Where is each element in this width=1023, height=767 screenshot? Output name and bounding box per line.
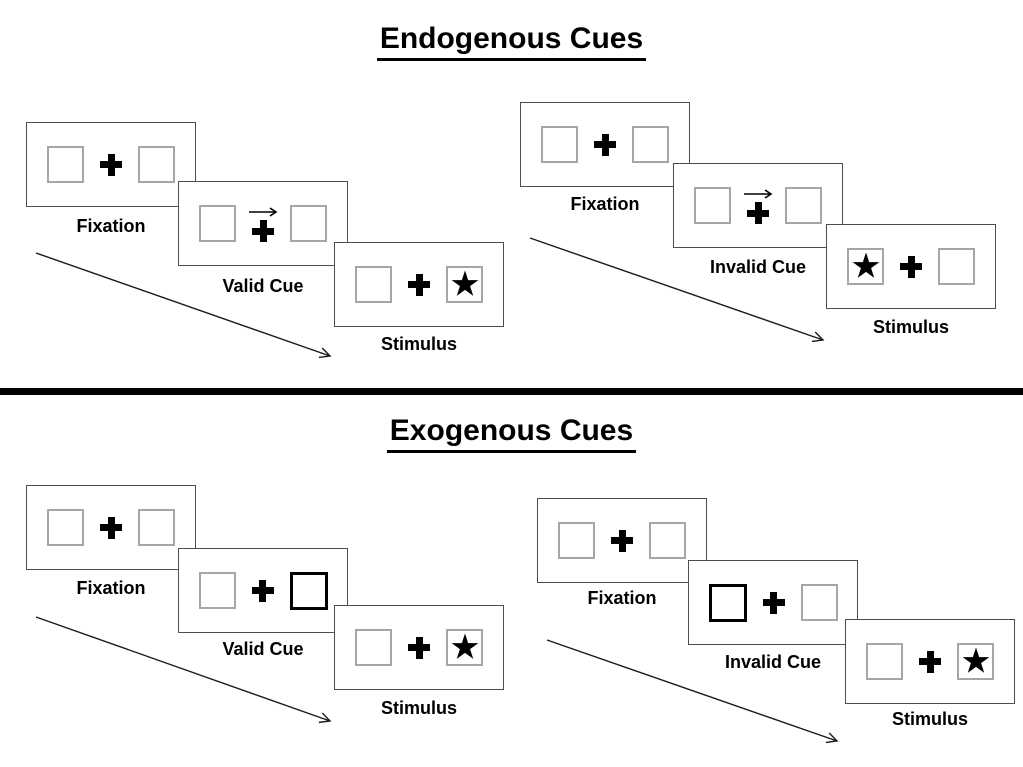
right-box xyxy=(290,205,327,242)
fixation-cross-icon xyxy=(919,650,941,673)
exo-invalid-fixation-panel xyxy=(537,498,707,583)
target-star-icon xyxy=(852,252,879,278)
fixation-cross-icon xyxy=(611,529,633,552)
center-symbol xyxy=(95,516,127,539)
center-symbol xyxy=(247,579,279,602)
fixation-cross-icon xyxy=(100,516,122,539)
step-label: Stimulus xyxy=(891,709,968,729)
center-symbol xyxy=(606,529,638,552)
left-box xyxy=(847,248,884,285)
right-box xyxy=(800,584,838,621)
step-label: Stimulus xyxy=(380,698,457,718)
fixation-cross-icon xyxy=(747,202,769,224)
fixation-cross-icon xyxy=(762,591,785,614)
fixation-cross-icon xyxy=(100,153,122,176)
step-label: Stimulus xyxy=(380,334,457,354)
exo-valid-cue-panel xyxy=(178,548,348,633)
target-star-icon xyxy=(962,647,989,673)
time-arrow-endogenous-valid xyxy=(35,252,332,359)
center-symbol xyxy=(403,273,435,296)
exo-invalid-cue-panel xyxy=(688,560,858,645)
fixation-cross-icon xyxy=(594,133,616,156)
right-box xyxy=(138,146,175,183)
section-divider xyxy=(0,388,1023,395)
step-label: Valid Cue xyxy=(222,639,304,659)
center-symbol xyxy=(95,153,127,176)
exo-valid-stimulus-panel xyxy=(334,605,504,690)
right-box xyxy=(446,629,483,666)
right-box xyxy=(957,643,994,680)
left-box xyxy=(47,146,84,183)
fixation-cross-icon xyxy=(408,636,430,659)
left-box xyxy=(355,266,392,303)
right-box xyxy=(785,187,822,224)
endo-invalid-stimulus-panel xyxy=(826,224,996,309)
fixation-cross-icon xyxy=(251,579,274,602)
exogenous-title-row: Exogenous Cues xyxy=(0,414,1023,453)
right-box xyxy=(138,509,175,546)
cue-arrow-icon xyxy=(744,189,773,199)
left-box xyxy=(199,205,236,242)
endo-valid-cue-panel xyxy=(178,181,348,266)
section-title-endogenous: Endogenous Cues xyxy=(376,22,647,61)
time-arrow-endogenous-invalid xyxy=(529,237,825,343)
exo-valid-fixation-panel xyxy=(26,485,196,570)
cue-arrow-icon xyxy=(249,207,278,217)
left-box xyxy=(355,629,392,666)
section-title-exogenous: Exogenous Cues xyxy=(386,414,637,453)
fixation-cross-icon xyxy=(252,220,274,242)
center-symbol xyxy=(914,650,946,673)
target-star-icon xyxy=(451,270,478,296)
step-label: Fixation xyxy=(76,216,146,236)
step-label: Fixation xyxy=(570,194,640,214)
right-box xyxy=(632,126,669,163)
center-symbol xyxy=(758,591,790,614)
fixation-cross-icon xyxy=(408,273,430,296)
center-symbol xyxy=(742,187,774,224)
left-box xyxy=(558,522,595,559)
bold-cue-box xyxy=(289,571,328,610)
endo-invalid-fixation-panel xyxy=(520,102,690,187)
endogenous-title-row: Endogenous Cues xyxy=(0,22,1023,61)
right-box xyxy=(649,522,686,559)
step-label: Invalid Cue xyxy=(709,257,807,277)
center-symbol xyxy=(895,255,927,278)
endo-valid-fixation-panel xyxy=(26,122,196,207)
bold-cue-box xyxy=(708,583,747,622)
step-label: Stimulus xyxy=(872,317,949,337)
left-box xyxy=(47,509,84,546)
center-symbol xyxy=(403,636,435,659)
left-box xyxy=(198,572,236,609)
center-symbol xyxy=(247,205,279,242)
left-box xyxy=(866,643,903,680)
step-label: Valid Cue xyxy=(222,276,304,296)
endo-invalid-cue-panel xyxy=(673,163,843,248)
right-box xyxy=(938,248,975,285)
right-box xyxy=(446,266,483,303)
left-box xyxy=(541,126,578,163)
step-label: Fixation xyxy=(587,588,657,608)
left-box xyxy=(694,187,731,224)
fixation-cross-icon xyxy=(900,255,922,278)
center-symbol xyxy=(589,133,621,156)
target-star-icon xyxy=(451,633,478,659)
exo-invalid-stimulus-panel xyxy=(845,619,1015,704)
step-label: Invalid Cue xyxy=(724,652,822,672)
endo-valid-stimulus-panel xyxy=(334,242,504,327)
step-label: Fixation xyxy=(76,578,146,598)
